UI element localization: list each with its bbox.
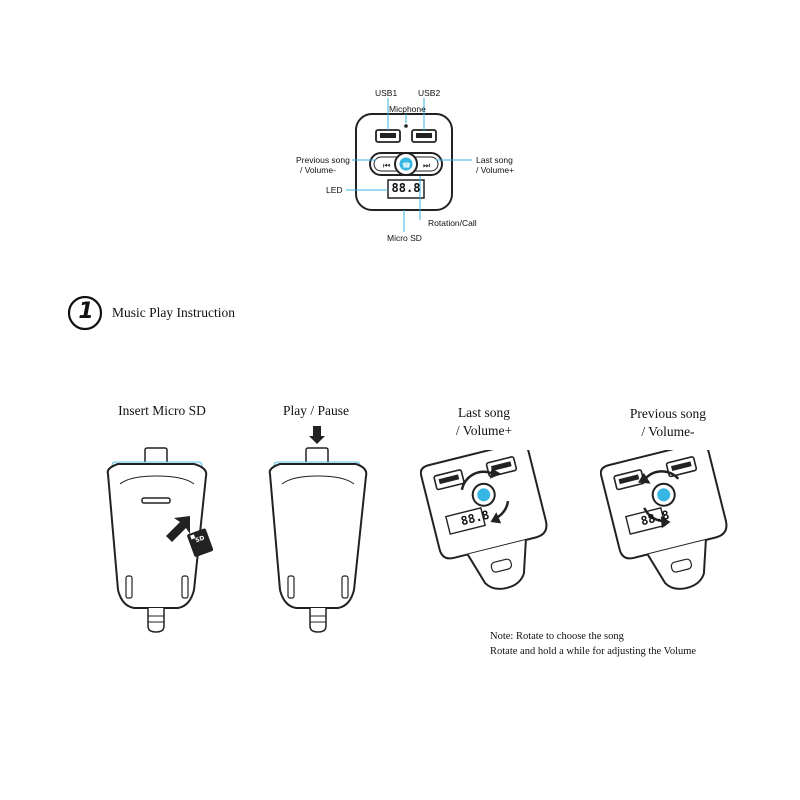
- step-last-song-caption-2: / Volume+: [455, 423, 513, 438]
- led-display-text: 88.8: [391, 181, 421, 195]
- section-number: 1: [78, 299, 94, 324]
- step-play-pause-illustration: [248, 424, 388, 640]
- step-play-pause-caption: Play / Pause: [283, 403, 349, 418]
- svg-text:⏮: ⏮: [383, 161, 390, 170]
- step-previous-song-caption-2: / Volume-: [641, 424, 695, 439]
- usb2-label: USB2: [418, 88, 441, 98]
- volume-minus-label: / Volume-: [300, 165, 336, 175]
- micro-sd-label: Micro SD: [387, 233, 422, 243]
- note-line-1: Note: Rotate to choose the song: [490, 631, 624, 642]
- svg-text:☎: ☎: [402, 162, 411, 170]
- device-front-diagram: ⏮ ⏭ ☎ USB1 USB2 Micphone Previous song /…: [0, 0, 800, 260]
- charger-side-drawing: [106, 447, 214, 633]
- rotation-call-label: Rotation/Call: [428, 218, 477, 228]
- section-number-badge: [67, 295, 103, 331]
- last-song-label: Last song: [476, 155, 513, 165]
- device-front-drawing: ⏮ ⏭ ☎: [346, 98, 472, 232]
- step-insert-sd-illustration: SD: [90, 440, 230, 640]
- section-header: 1 Music Play Instruction: [66, 294, 326, 334]
- step-last-song-illustration: 88.8: [420, 450, 560, 600]
- section-title: Music Play Instruction: [112, 305, 235, 320]
- step-insert-sd-caption: Insert Micro SD: [118, 403, 206, 418]
- step-last-song-caption-1: Last song: [457, 405, 511, 420]
- svg-text:⏭: ⏭: [423, 161, 430, 170]
- note-line-2: Rotate and hold a while for adjusting th…: [490, 646, 697, 657]
- led-label: LED: [326, 185, 343, 195]
- charger-rotate-left-drawing: [600, 450, 728, 590]
- volume-plus-label: / Volume+: [476, 165, 515, 175]
- previous-song-label: Previous song: [296, 155, 350, 165]
- step-previous-song-illustration: 88.8: [600, 450, 740, 600]
- step-previous-song-caption-1: Previous song: [629, 406, 707, 421]
- charger-press-drawing: [268, 426, 368, 633]
- charger-rotate-right-drawing: [420, 450, 548, 590]
- usb1-label: USB1: [375, 88, 398, 98]
- micphone-label: Micphone: [389, 104, 426, 114]
